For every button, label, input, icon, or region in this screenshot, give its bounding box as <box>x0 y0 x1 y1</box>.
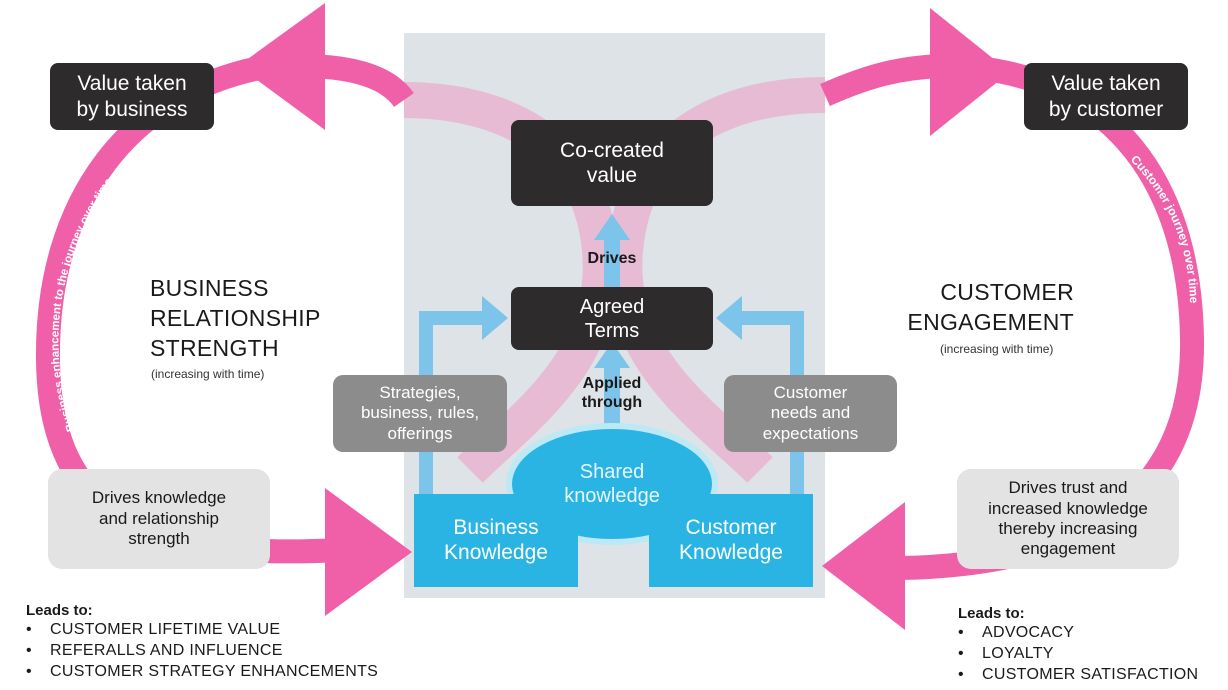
drives-trust-box: Drives trust and increased knowledge the… <box>957 469 1179 569</box>
customer-engagement-title: CUSTOMER ENGAGEMENT <box>907 279 1074 335</box>
business-relationship-subtitle: (increasing with time) <box>151 367 265 381</box>
hourglass-band-left <box>403 82 619 483</box>
right-bottom-arrowhead <box>822 502 905 630</box>
value-taken-by-customer-box: Value taken by customer <box>1024 63 1188 130</box>
co-created-value-box: Co-created value <box>511 120 713 206</box>
leads-left-title: Leads to: <box>26 602 93 619</box>
business-relationship-strength-title: BUSINESS RELATIONSHIP STRENGTH <box>150 275 321 361</box>
list-item: CUSTOMER LIFETIME VALUE <box>26 619 378 640</box>
up-arrow-head-upper <box>594 214 630 240</box>
list-item: LOYALTY <box>958 643 1198 664</box>
leads-left-list: CUSTOMER LIFETIME VALUE REFERALLS AND IN… <box>26 619 378 682</box>
left-arc-label: Business enhancement to the journey over… <box>49 176 115 433</box>
list-item: REFERALLS AND INFLUENCE <box>26 640 378 661</box>
strategies-box: Strategies, business, rules, offerings <box>333 375 507 452</box>
leads-left: Leads to: CUSTOMER LIFETIME VALUE REFERA… <box>26 602 378 682</box>
leads-right-list: ADVOCACY LOYALTY CUSTOMER SATISFACTION <box>958 622 1198 685</box>
shared-knowledge-label: Shared knowledge <box>564 461 660 507</box>
drives-knowledge-box: Drives knowledge and relationship streng… <box>48 469 270 569</box>
drives-label: Drives <box>587 250 637 267</box>
right-cycle-connector <box>820 54 941 106</box>
list-item: CUSTOMER SATISFACTION <box>958 664 1198 685</box>
customer-needs-box: Customer needs and expectations <box>724 375 897 452</box>
right-blue-arrowhead <box>716 296 742 340</box>
customer-knowledge-box: Customer Knowledge <box>649 494 813 587</box>
up-arrow-shaft-upper <box>604 236 620 288</box>
leads-right-title: Leads to: <box>958 605 1025 622</box>
list-item: CUSTOMER STRATEGY ENHANCEMENTS <box>26 661 378 682</box>
customer-engagement-subtitle: (increasing with time) <box>940 342 1054 356</box>
left-bottom-arrowhead <box>325 488 412 616</box>
up-arrow-shaft-lower <box>604 360 620 426</box>
value-taken-by-business-box: Value taken by business <box>50 63 214 130</box>
left-blue-arrowhead <box>482 296 508 340</box>
up-arrow-head-lower <box>594 342 630 368</box>
right-top-arrowhead <box>930 8 1010 136</box>
leads-right: Leads to: ADVOCACY LOYALTY CUSTOMER SATI… <box>958 605 1198 685</box>
applied-through-label: Applied through <box>581 375 643 412</box>
agreed-terms-box: Agreed Terms <box>511 287 713 350</box>
hourglass-band-right <box>606 77 826 483</box>
left-top-arrowhead <box>238 3 325 130</box>
list-item: ADVOCACY <box>958 622 1198 643</box>
business-knowledge-box: Business Knowledge <box>414 494 578 587</box>
